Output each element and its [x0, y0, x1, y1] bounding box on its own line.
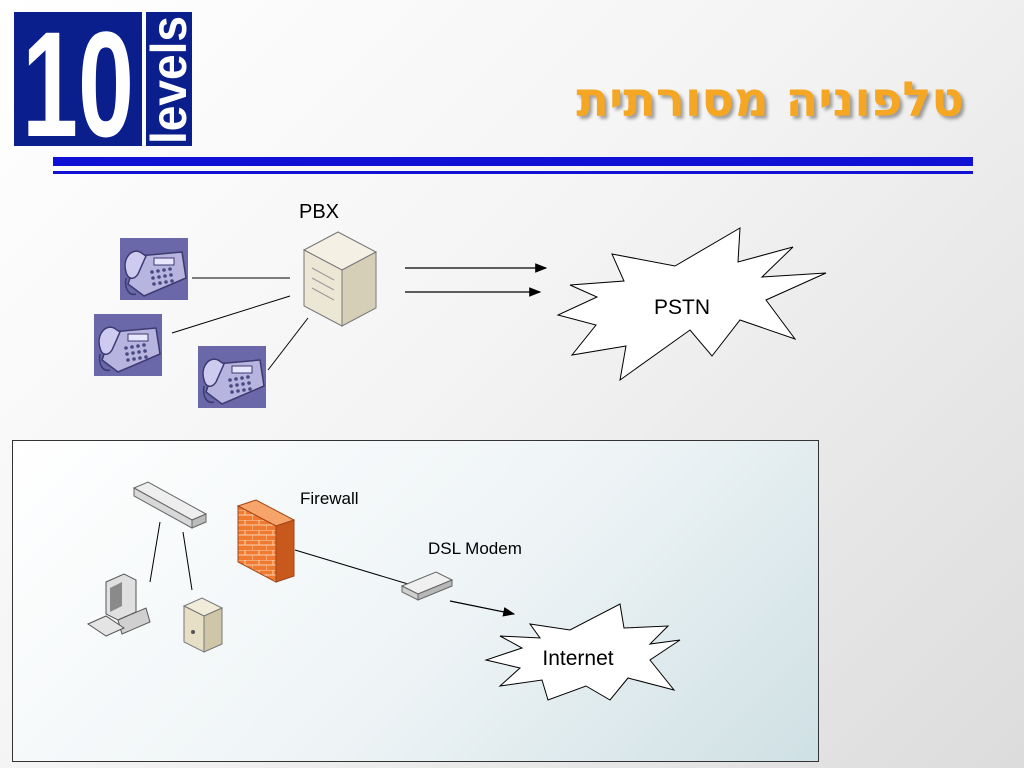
pbx-to-pstn-arrows	[405, 263, 548, 297]
modem-to-internet-arrow	[449, 600, 516, 617]
pbx-server-icon	[302, 231, 378, 327]
dsl-modem-icon	[400, 571, 454, 601]
firewall-icon	[236, 499, 296, 583]
dsl-modem-label: DSL Modem	[428, 539, 522, 558]
phone-links	[171, 277, 309, 371]
internet-cloud	[484, 603, 681, 701]
tower-server-icon	[182, 597, 224, 653]
desktop-computer-icon	[86, 573, 151, 637]
logo-10-levels: 10 levels	[14, 12, 194, 148]
firewall-to-modem-link	[294, 549, 409, 585]
pstn-label: PSTN	[654, 296, 710, 319]
title-rule-thin	[53, 171, 973, 174]
phone-icon-1	[119, 237, 189, 301]
phone-icon-3	[197, 345, 267, 409]
title-rule-thick	[53, 157, 973, 166]
pbx-label: PBX	[299, 201, 339, 223]
pstn-cloud	[556, 227, 827, 382]
slide-title: טלפוניה מסורתית	[576, 72, 964, 128]
logo-word: levels	[141, 16, 194, 144]
switch-links	[149, 521, 193, 591]
logo-number: 10	[22, 12, 134, 148]
phone-icon-2	[93, 313, 163, 377]
internet-label: Internet	[542, 647, 613, 670]
firewall-label: Firewall	[300, 489, 359, 508]
network-switch-icon	[132, 481, 208, 529]
